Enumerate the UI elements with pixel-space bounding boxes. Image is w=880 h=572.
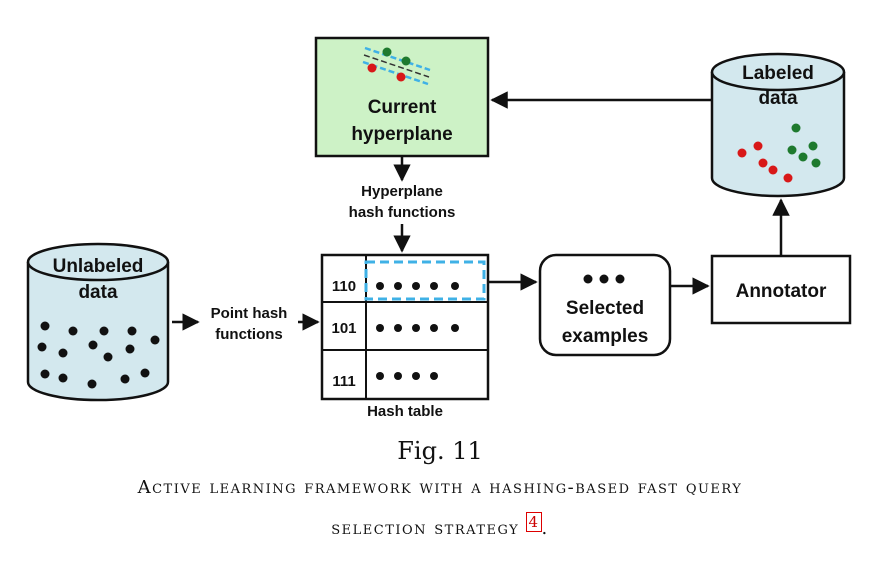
point-hash-label-line1: Point hash bbox=[211, 305, 288, 322]
selected-bucket-highlight bbox=[364, 260, 486, 301]
annotator-node: Annotator bbox=[710, 254, 852, 325]
labeled-data-line1: Labeled bbox=[742, 63, 814, 84]
selected-dots bbox=[583, 274, 625, 284]
unlabeled-data-line1: Unlabeled bbox=[53, 256, 144, 277]
figure-label: Fig. 11 bbox=[397, 437, 483, 465]
current-hyperplane-node: Current hyperplane bbox=[314, 36, 490, 158]
hyperplane-hash-label-line2: hash functions bbox=[349, 204, 456, 221]
hash-key: 101 bbox=[331, 320, 356, 337]
annotator-label: Annotator bbox=[736, 281, 827, 302]
selected-examples-line1: Selected bbox=[566, 298, 644, 319]
hyperplane-icon bbox=[362, 46, 431, 86]
hyperplane-hash-label-line1: Hyperplane bbox=[361, 183, 443, 200]
current-hyperplane-line1: Current bbox=[368, 97, 437, 118]
point-hash-label-line2: functions bbox=[215, 326, 283, 343]
unlabeled-data-cylinder: Unlabeled data bbox=[26, 242, 170, 402]
unlabeled-data-line2: data bbox=[78, 282, 118, 303]
hash-row: 110 bbox=[332, 278, 459, 295]
caption-line2-text: selection strategy bbox=[331, 518, 520, 539]
hash-table: 110 101 111 Hash table bbox=[320, 253, 490, 420]
labeled-data-line2: data bbox=[758, 88, 798, 109]
hash-key: 111 bbox=[332, 373, 355, 390]
selected-examples-node: Selected examples bbox=[538, 253, 672, 357]
hash-row: 101 bbox=[331, 320, 459, 337]
caption-line1: Active learning framework with a hashing… bbox=[137, 477, 743, 498]
arrows bbox=[172, 91, 790, 331]
citation-link[interactable]: 4 bbox=[526, 512, 542, 532]
labeled-points bbox=[737, 123, 821, 183]
hash-key: 110 bbox=[332, 278, 356, 295]
active-learning-diagram: Current hyperplane Labeled data Unlabele… bbox=[26, 36, 852, 420]
caption-line2: selection strategy 4. bbox=[0, 512, 880, 539]
unlabeled-points bbox=[37, 321, 160, 389]
caption-period: . bbox=[541, 518, 549, 539]
hash-table-label: Hash table bbox=[367, 403, 443, 420]
hash-row: 111 bbox=[332, 372, 438, 390]
current-hyperplane-line2: hyperplane bbox=[351, 124, 452, 145]
labeled-data-cylinder: Labeled data bbox=[710, 52, 846, 198]
selected-examples-line2: examples bbox=[562, 326, 649, 347]
